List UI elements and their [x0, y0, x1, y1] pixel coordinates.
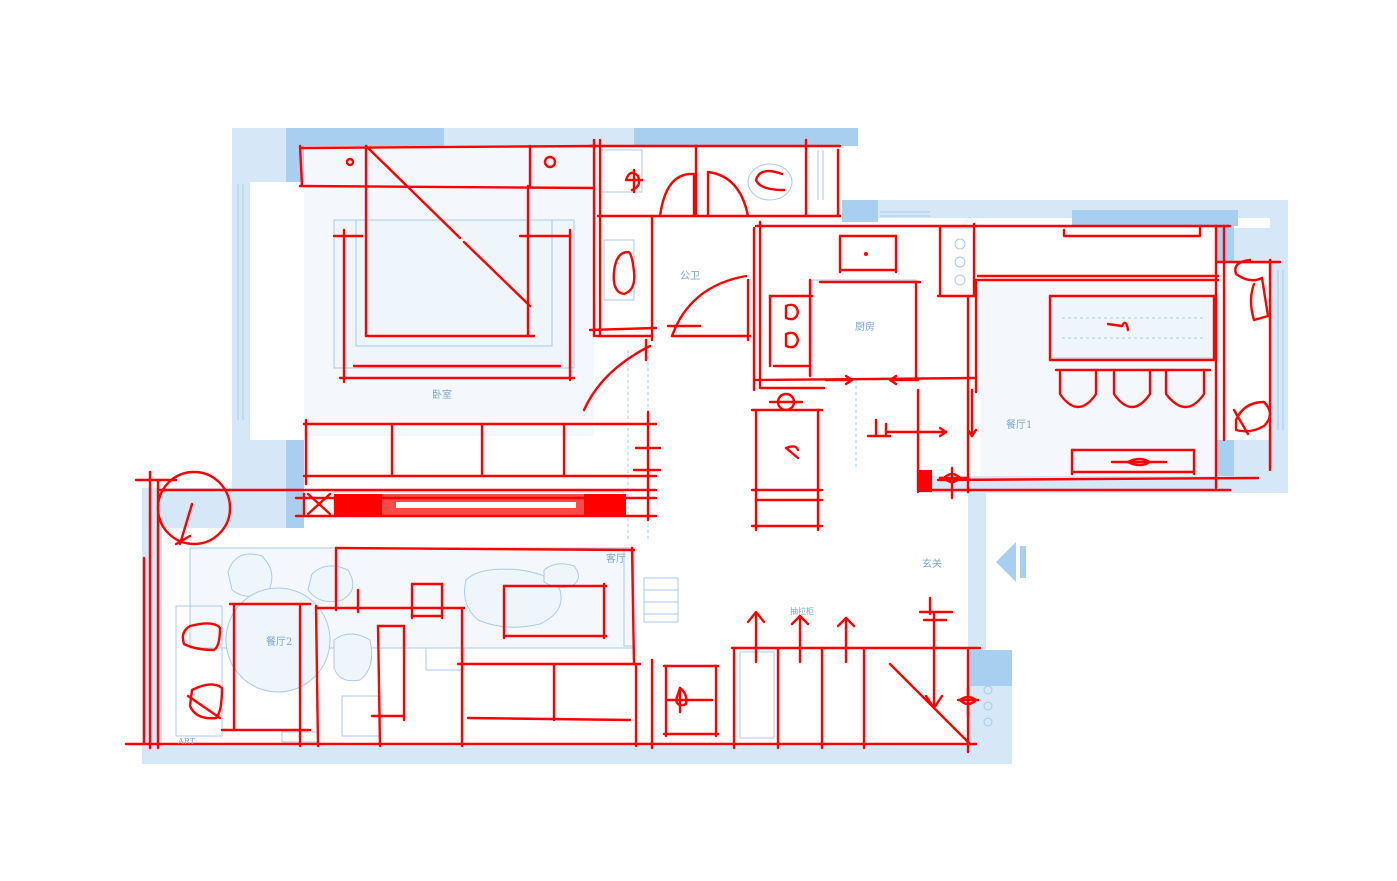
label-bedroom: 卧室 — [432, 388, 452, 401]
label-foyer: 玄关 — [922, 557, 942, 570]
label-kitchen: 厨房 — [855, 320, 875, 333]
label-drawer-cabinet: 抽拉柜 — [790, 606, 814, 616]
label-public-bath: 公卫 — [680, 271, 700, 282]
red-sketch-overlay — [124, 138, 1282, 754]
label-dining-1: 餐厅1 — [1006, 418, 1032, 431]
label-living-room: 客厅 — [606, 552, 626, 565]
entry-arrow-icon — [996, 542, 1016, 582]
label-art: ART — [177, 737, 196, 746]
label-dining-2: 餐厅2 — [266, 635, 292, 648]
